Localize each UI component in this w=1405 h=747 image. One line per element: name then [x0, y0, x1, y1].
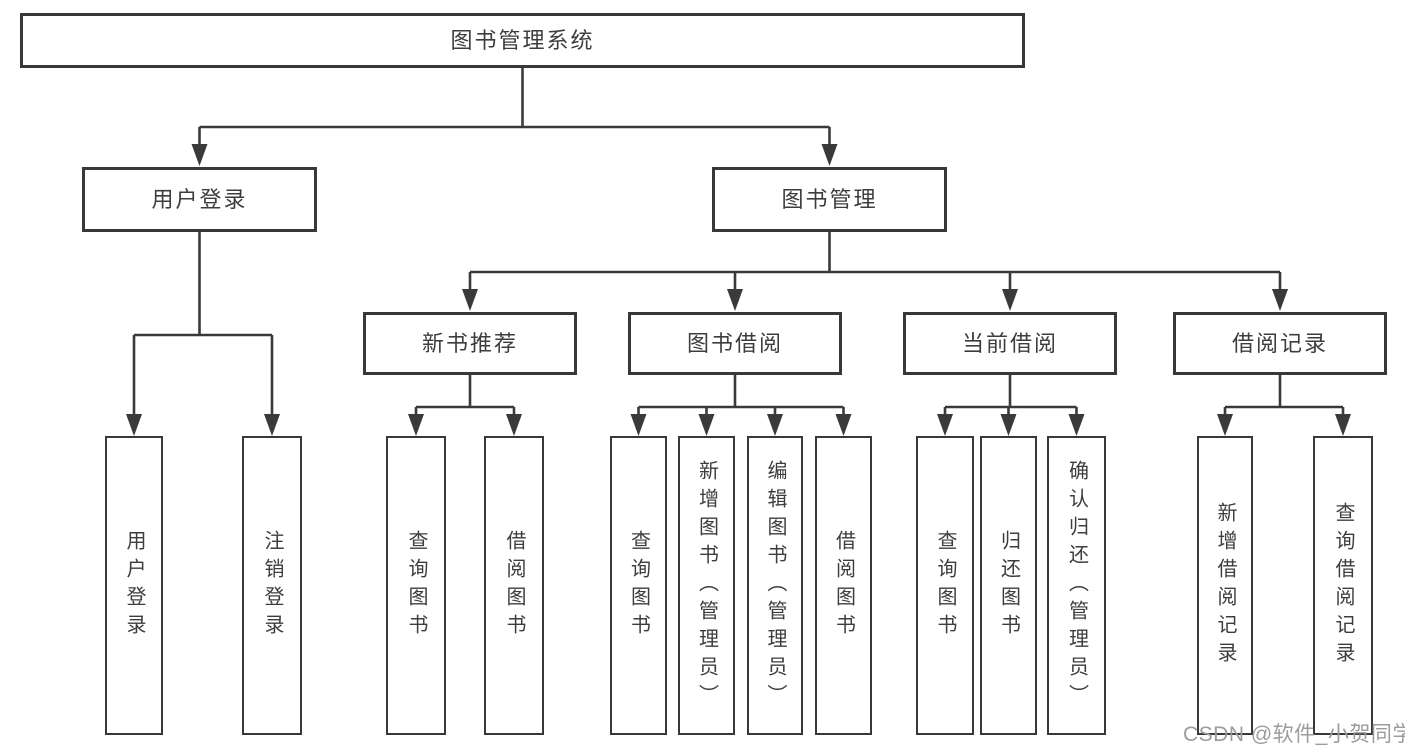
leaf-current-return-books: 归还图书	[980, 436, 1037, 735]
leaf-borrowing-borrow-books: 借阅图书	[815, 436, 872, 735]
node-book-management: 图书管理	[712, 167, 947, 232]
leaf-records-query-record: 查询借阅记录	[1313, 436, 1373, 735]
leaf-borrowing-add-books-admin: 新增图书（管理员）	[678, 436, 735, 735]
node-new-book-recommend: 新书推荐	[363, 312, 577, 375]
leaf-records-add-record: 新增借阅记录	[1197, 436, 1253, 735]
leaf-current-query-books: 查询图书	[916, 436, 974, 735]
csdn-watermark: CSDN @软件_小贺同学	[1183, 723, 1405, 746]
leaf-logout: 注销登录	[242, 436, 302, 735]
leaf-recommend-query-books: 查询图书	[386, 436, 446, 735]
leaf-recommend-borrow-books: 借阅图书	[484, 436, 544, 735]
node-current-borrowing: 当前借阅	[903, 312, 1117, 375]
leaf-borrowing-edit-books-admin: 编辑图书（管理员）	[747, 436, 803, 735]
node-root-system: 图书管理系统	[20, 13, 1025, 68]
leaf-current-confirm-return-admin: 确认归还（管理员）	[1047, 436, 1106, 735]
leaf-borrowing-query-books: 查询图书	[610, 436, 667, 735]
node-borrowing-records: 借阅记录	[1173, 312, 1387, 375]
leaf-user-login: 用户登录	[105, 436, 163, 735]
node-book-borrowing: 图书借阅	[628, 312, 842, 375]
node-user-login: 用户登录	[82, 167, 317, 232]
